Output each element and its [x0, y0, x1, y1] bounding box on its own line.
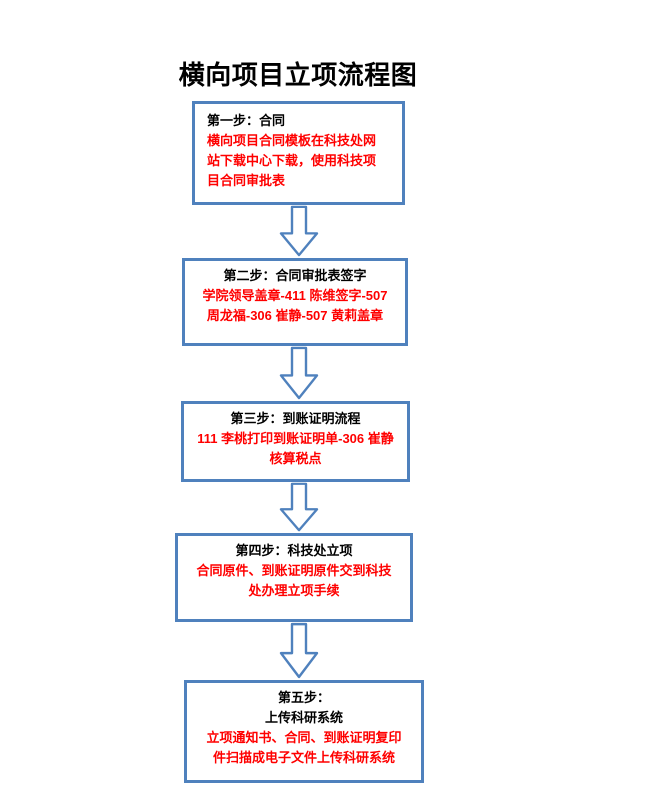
flow-step-5-heading: 第五步： 上传科研系统: [264, 690, 343, 725]
flow-step-1-body: 横向项目合同模板在科技处网 站下载中心下载，使用科技项 目合同审批表: [207, 133, 377, 188]
flow-step-2-box: 第二步：合同审批表签字 学院领导盖章-411 陈维签字-507 周龙福-306 …: [182, 258, 408, 346]
down-block-arrow-icon: [279, 346, 319, 400]
page-title: 横向项目立项流程图: [178, 61, 418, 90]
down-block-arrow-icon: [279, 622, 319, 679]
flow-step-3-body: 111 李桃打印到账证明单-306 崔静 核算税点: [197, 431, 394, 466]
flow-step-4-heading: 第四步：科技处立项: [235, 543, 353, 558]
flow-step-2-heading: 第二步：合同审批表签字: [223, 268, 367, 283]
down-block-arrow-icon: [279, 205, 319, 257]
flow-step-5-box: 第五步： 上传科研系统 立项通知书、合同、到账证明复印 件扫描成电子文件上传科研…: [184, 680, 424, 783]
flow-step-2-body: 学院领导盖章-411 陈维签字-507 周龙福-306 崔静-507 黄莉盖章: [202, 288, 388, 323]
flow-step-1-box: 第一步：合同 横向项目合同模板在科技处网 站下载中心下载，使用科技项 目合同审批…: [192, 101, 405, 205]
flow-step-4-box: 第四步：科技处立项 合同原件、到账证明原件交到科技 处办理立项手续: [175, 533, 413, 622]
flow-step-1-heading: 第一步：合同: [207, 113, 286, 128]
flow-step-4-body: 合同原件、到账证明原件交到科技 处办理立项手续: [196, 563, 392, 598]
down-block-arrow-icon: [279, 482, 319, 532]
flow-step-3-heading: 第三步：到账证明流程: [230, 411, 361, 426]
flow-step-5-body: 立项通知书、合同、到账证明复印 件扫描成电子文件上传科研系统: [206, 730, 402, 765]
flow-step-3-box: 第三步：到账证明流程 111 李桃打印到账证明单-306 崔静 核算税点: [181, 401, 410, 482]
